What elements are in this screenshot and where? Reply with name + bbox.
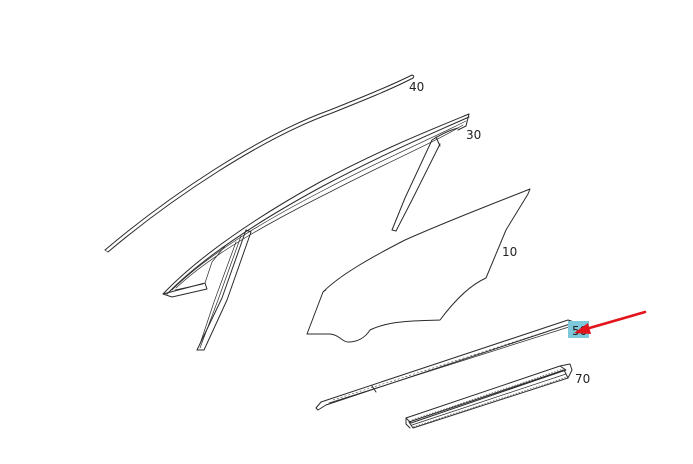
part-70-inner-seal[interactable] [405,363,573,429]
pointer-arrow-icon [574,310,647,334]
callout-40[interactable]: 40 [409,80,424,94]
callout-70[interactable]: 70 [575,372,590,386]
part-50-highlight [568,321,589,338]
part-50-waist-seal[interactable] [315,319,577,411]
part-40-roof-trim[interactable] [104,74,415,253]
part-10-window-glass[interactable] [306,188,531,343]
callout-30[interactable]: 30 [466,128,481,142]
callout-10[interactable]: 10 [502,245,517,259]
part-30-window-frame[interactable] [162,113,470,351]
